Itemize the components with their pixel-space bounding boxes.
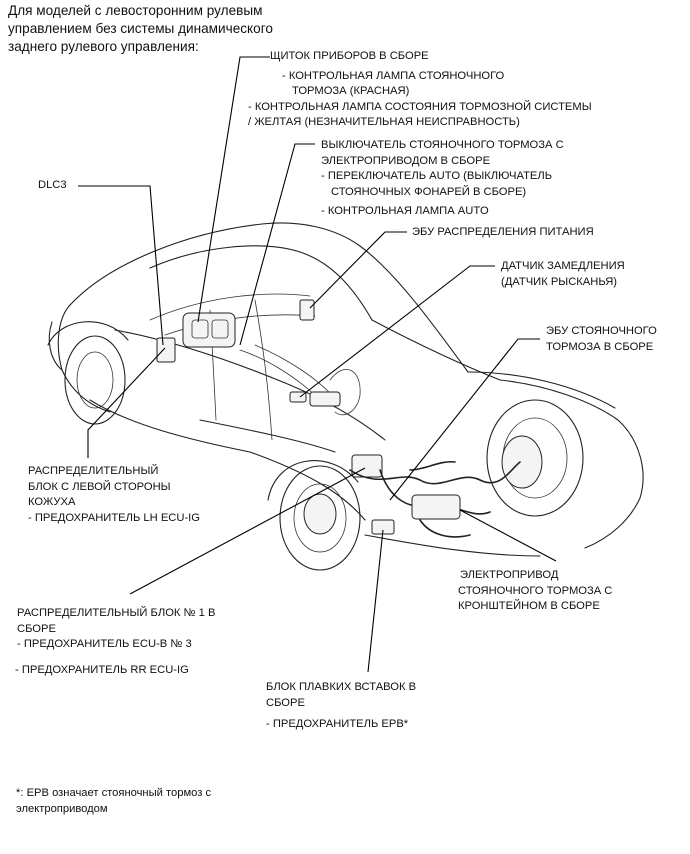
label-dlc3: DLC3: [38, 179, 67, 191]
label-line: КОЖУХА: [28, 496, 76, 508]
label-epb-actuator: ЭЛЕКТРОПРИВОД СТОЯНОЧНОГО ТОРМОЗА С КРОН…: [458, 568, 612, 615]
label-line: - ПРЕДОХРАНИТЕЛЬ EPB*: [266, 718, 409, 730]
label-line: ТОРМОЗА (КРАСНАЯ): [292, 85, 410, 97]
title-line-1: Для моделей с левосторонним рулевым: [8, 3, 263, 18]
label-line: ЭЛЕКТРОПРИВОД: [460, 569, 559, 581]
footnote: *: EPB означает стояночный тормоз с элек…: [16, 786, 211, 817]
title-line-3: заднего рулевого управления:: [8, 39, 199, 54]
footnote-line: *: EPB означает стояночный тормоз с: [16, 787, 212, 799]
label-power-ecu: ЭБУ РАСПРЕДЕЛЕНИЯ ПИТАНИЯ: [412, 226, 594, 238]
label-line: СТОЯНОЧНОГО ТОРМОЗА С: [458, 584, 613, 597]
label-line: ТОРМОЗА В СБОРЕ: [546, 340, 654, 353]
label-junction-block-no1: РАСПРЕДЕЛИТЕЛЬНЫЙ БЛОК № 1 В СБОРЕ - ПРЕ…: [15, 606, 216, 678]
label-line: БЛОК С ЛЕВОЙ СТОРОНЫ: [28, 480, 171, 493]
label-line: - КОНТРОЛЬНАЯ ЛАМПА СТОЯНОЧНОГО: [282, 69, 505, 82]
label-line: - ПРЕДОХРАНИТЕЛЬ ECU-B № 3: [17, 638, 192, 650]
label-line: СТОЯНОЧНЫХ ФОНАРЕЙ В СБОРЕ): [331, 185, 527, 198]
label-line: ДАТЧИК ЗАМЕДЛЕНИЯ: [501, 260, 625, 272]
label-line: СБОРЕ: [266, 696, 305, 709]
label-line: - КОНТРОЛЬНАЯ ЛАМПА AUTO: [321, 205, 489, 217]
label-fuse-block: БЛОК ПЛАВКИХ ВСТАВОК В СБОРЕ - ПРЕДОХРАН…: [266, 680, 416, 733]
label-line: КРОНШТЕЙНОМ В СБОРЕ: [458, 600, 600, 612]
footnote-line: электроприводом: [16, 802, 108, 815]
label-line: ВЫКЛЮЧАТЕЛЬ СТОЯНОЧНОГО ТОРМОЗА С: [321, 139, 564, 151]
label-line: - КОНТРОЛЬНАЯ ЛАМПА СОСТОЯНИЯ ТОРМОЗНОЙ …: [248, 100, 592, 113]
label-line: / ЖЕЛТАЯ (НЕЗНАЧИТЕЛЬНАЯ НЕИСПРАВНОСТЬ): [248, 116, 520, 128]
diagram-title: Для моделей с левосторонним рулевым упра…: [8, 2, 273, 56]
label-line: ЭБУ СТОЯНОЧНОГО: [546, 325, 657, 337]
label-line: - ПРЕДОХРАНИТЕЛЬ LH ECU-IG: [28, 511, 200, 524]
label-epb-switch: ВЫКЛЮЧАТЕЛЬ СТОЯНОЧНОГО ТОРМОЗА С ЭЛЕКТР…: [321, 138, 564, 220]
label-line: (ДАТЧИК РЫСКАНЬЯ): [501, 275, 617, 288]
leader-lines: [78, 56, 557, 673]
label-lh-junction-block: РАСПРЕДЕЛИТЕЛЬНЫЙ БЛОК С ЛЕВОЙ СТОРОНЫ К…: [28, 464, 200, 526]
label-parking-brake-ecu: ЭБУ СТОЯНОЧНОГО ТОРМОЗА В СБОРЕ: [546, 324, 657, 355]
label-line: ЭЛЕКТРОПРИВОДОМ В СБОРЕ: [321, 154, 491, 167]
label-instrument-cluster: ЩИТОК ПРИБОРОВ В СБОРЕ - КОНТРОЛЬНАЯ ЛАМ…: [248, 49, 592, 131]
label-line: - ПЕРЕКЛЮЧАТЕЛЬ AUTO (ВЫКЛЮЧАТЕЛЬ: [321, 170, 553, 182]
label-line: ЩИТОК ПРИБОРОВ В СБОРЕ: [270, 50, 429, 62]
title-line-2: управлением без системы динамического: [8, 21, 273, 36]
label-decel-sensor: ДАТЧИК ЗАМЕДЛЕНИЯ (ДАТЧИК РЫСКАНЬЯ): [501, 259, 625, 290]
label-line: БЛОК ПЛАВКИХ ВСТАВОК В: [266, 681, 417, 693]
label-line: - ПРЕДОХРАНИТЕЛЬ RR ECU-IG: [15, 663, 189, 676]
label-line: РАСПРЕДЕЛИТЕЛЬНЫЙ: [28, 465, 159, 477]
car-outline: [47, 222, 644, 571]
label-line: РАСПРЕДЕЛИТЕЛЬНЫЙ БЛОК № 1 В: [17, 607, 216, 619]
label-line: СБОРЕ: [17, 622, 56, 635]
